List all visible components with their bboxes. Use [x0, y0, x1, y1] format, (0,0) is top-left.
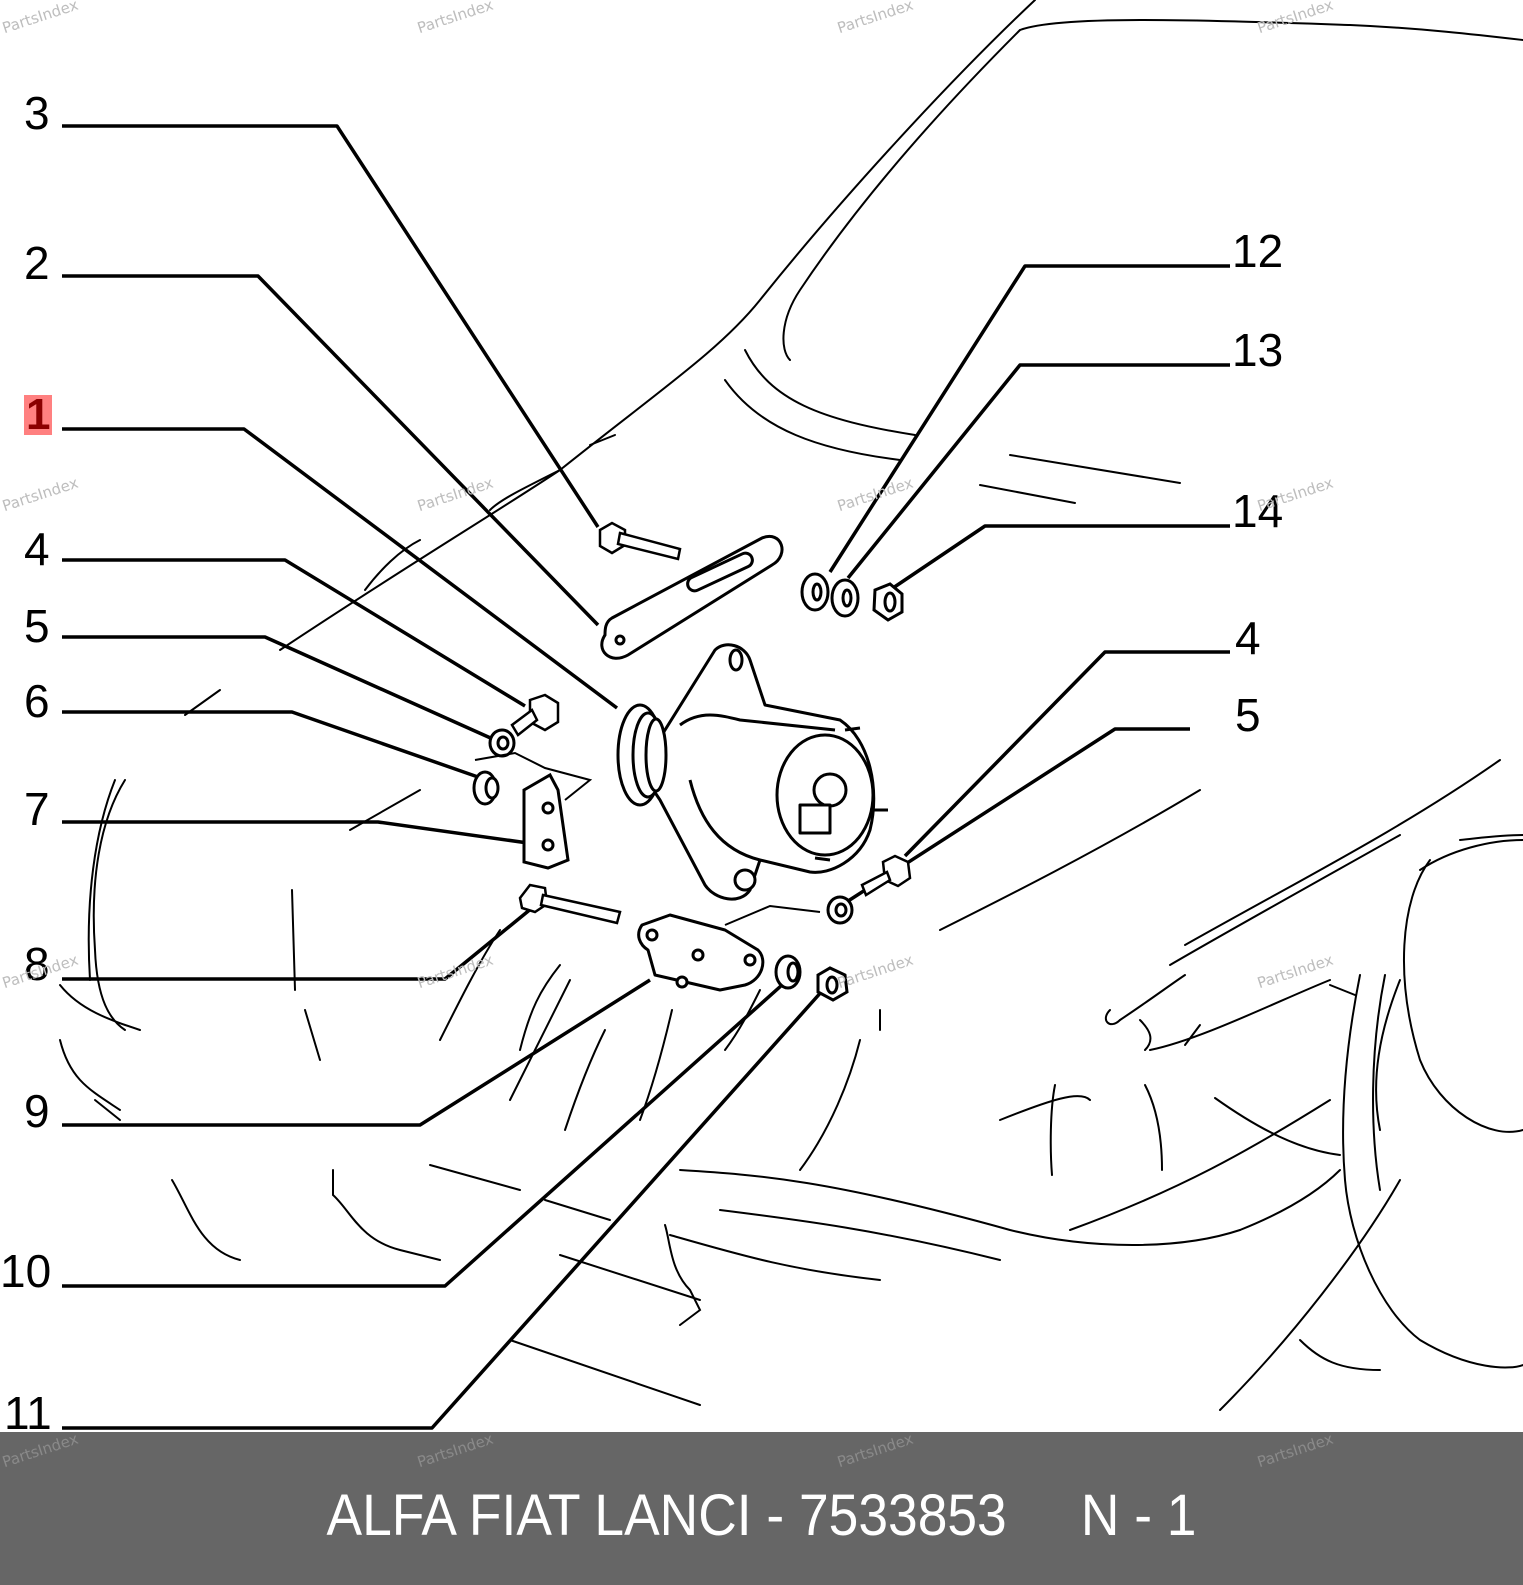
nut-part-11 — [816, 966, 849, 1002]
washer-part-5-right — [826, 895, 854, 925]
callout-8[interactable]: 8 — [24, 938, 50, 990]
watermark: PartsIndex — [1255, 1429, 1336, 1472]
bolt-part-4-left — [510, 693, 560, 737]
callout-11[interactable]: 11 — [4, 1387, 52, 1439]
bolt-part-4-right — [860, 854, 912, 897]
panel-outline-5 — [724, 904, 821, 926]
callout-4-left[interactable]: 4 — [24, 523, 50, 575]
callout-5-right[interactable]: 5 — [1235, 689, 1261, 741]
callout-4-right[interactable]: 4 — [1235, 612, 1261, 664]
part-number-banner: PartsIndex PartsIndex PartsIndex PartsIn… — [0, 1429, 1523, 1585]
panel-outline-7 — [474, 751, 593, 801]
spacer-part-10 — [774, 954, 802, 990]
part-number-text: ALFA FIAT LANCI - 7533853 N - 1 — [326, 1483, 1197, 1548]
car-body-outline — [59, 0, 1523, 1411]
callout-2[interactable]: 2 — [24, 237, 50, 289]
washer-part-5-left — [488, 728, 516, 758]
bracket-part-2 — [600, 534, 784, 660]
washer-part-12 — [800, 572, 830, 612]
leader-lines — [62, 124, 1230, 1430]
callout-3[interactable]: 3 — [24, 87, 50, 139]
callout-13[interactable]: 13 — [1232, 324, 1284, 376]
watermark: PartsIndex — [415, 1429, 496, 1472]
callout-9[interactable]: 9 — [24, 1085, 50, 1137]
watermark: PartsIndex — [835, 1429, 916, 1472]
exploded-parts-diagram — [59, 0, 1523, 1430]
alternator-part-1 — [616, 643, 888, 901]
watermark: PartsIndex — [0, 1429, 81, 1472]
spacer-part-6 — [472, 770, 500, 806]
plate-part-7 — [522, 772, 570, 870]
washer-part-13 — [830, 578, 860, 618]
callout-10[interactable]: 10 — [0, 1245, 52, 1297]
callout-7[interactable]: 7 — [24, 783, 50, 835]
bolt-part-3 — [598, 521, 682, 561]
bracket-part-9 — [637, 913, 765, 992]
nut-part-14 — [872, 582, 904, 622]
callout-14[interactable]: 14 — [1232, 485, 1284, 537]
callout-5-left[interactable]: 5 — [24, 600, 50, 652]
callout-12[interactable]: 12 — [1232, 225, 1284, 277]
callout-1-highlighted[interactable]: 1 — [24, 390, 53, 439]
bolt-part-8 — [518, 883, 622, 925]
callout-6[interactable]: 6 — [24, 675, 50, 727]
